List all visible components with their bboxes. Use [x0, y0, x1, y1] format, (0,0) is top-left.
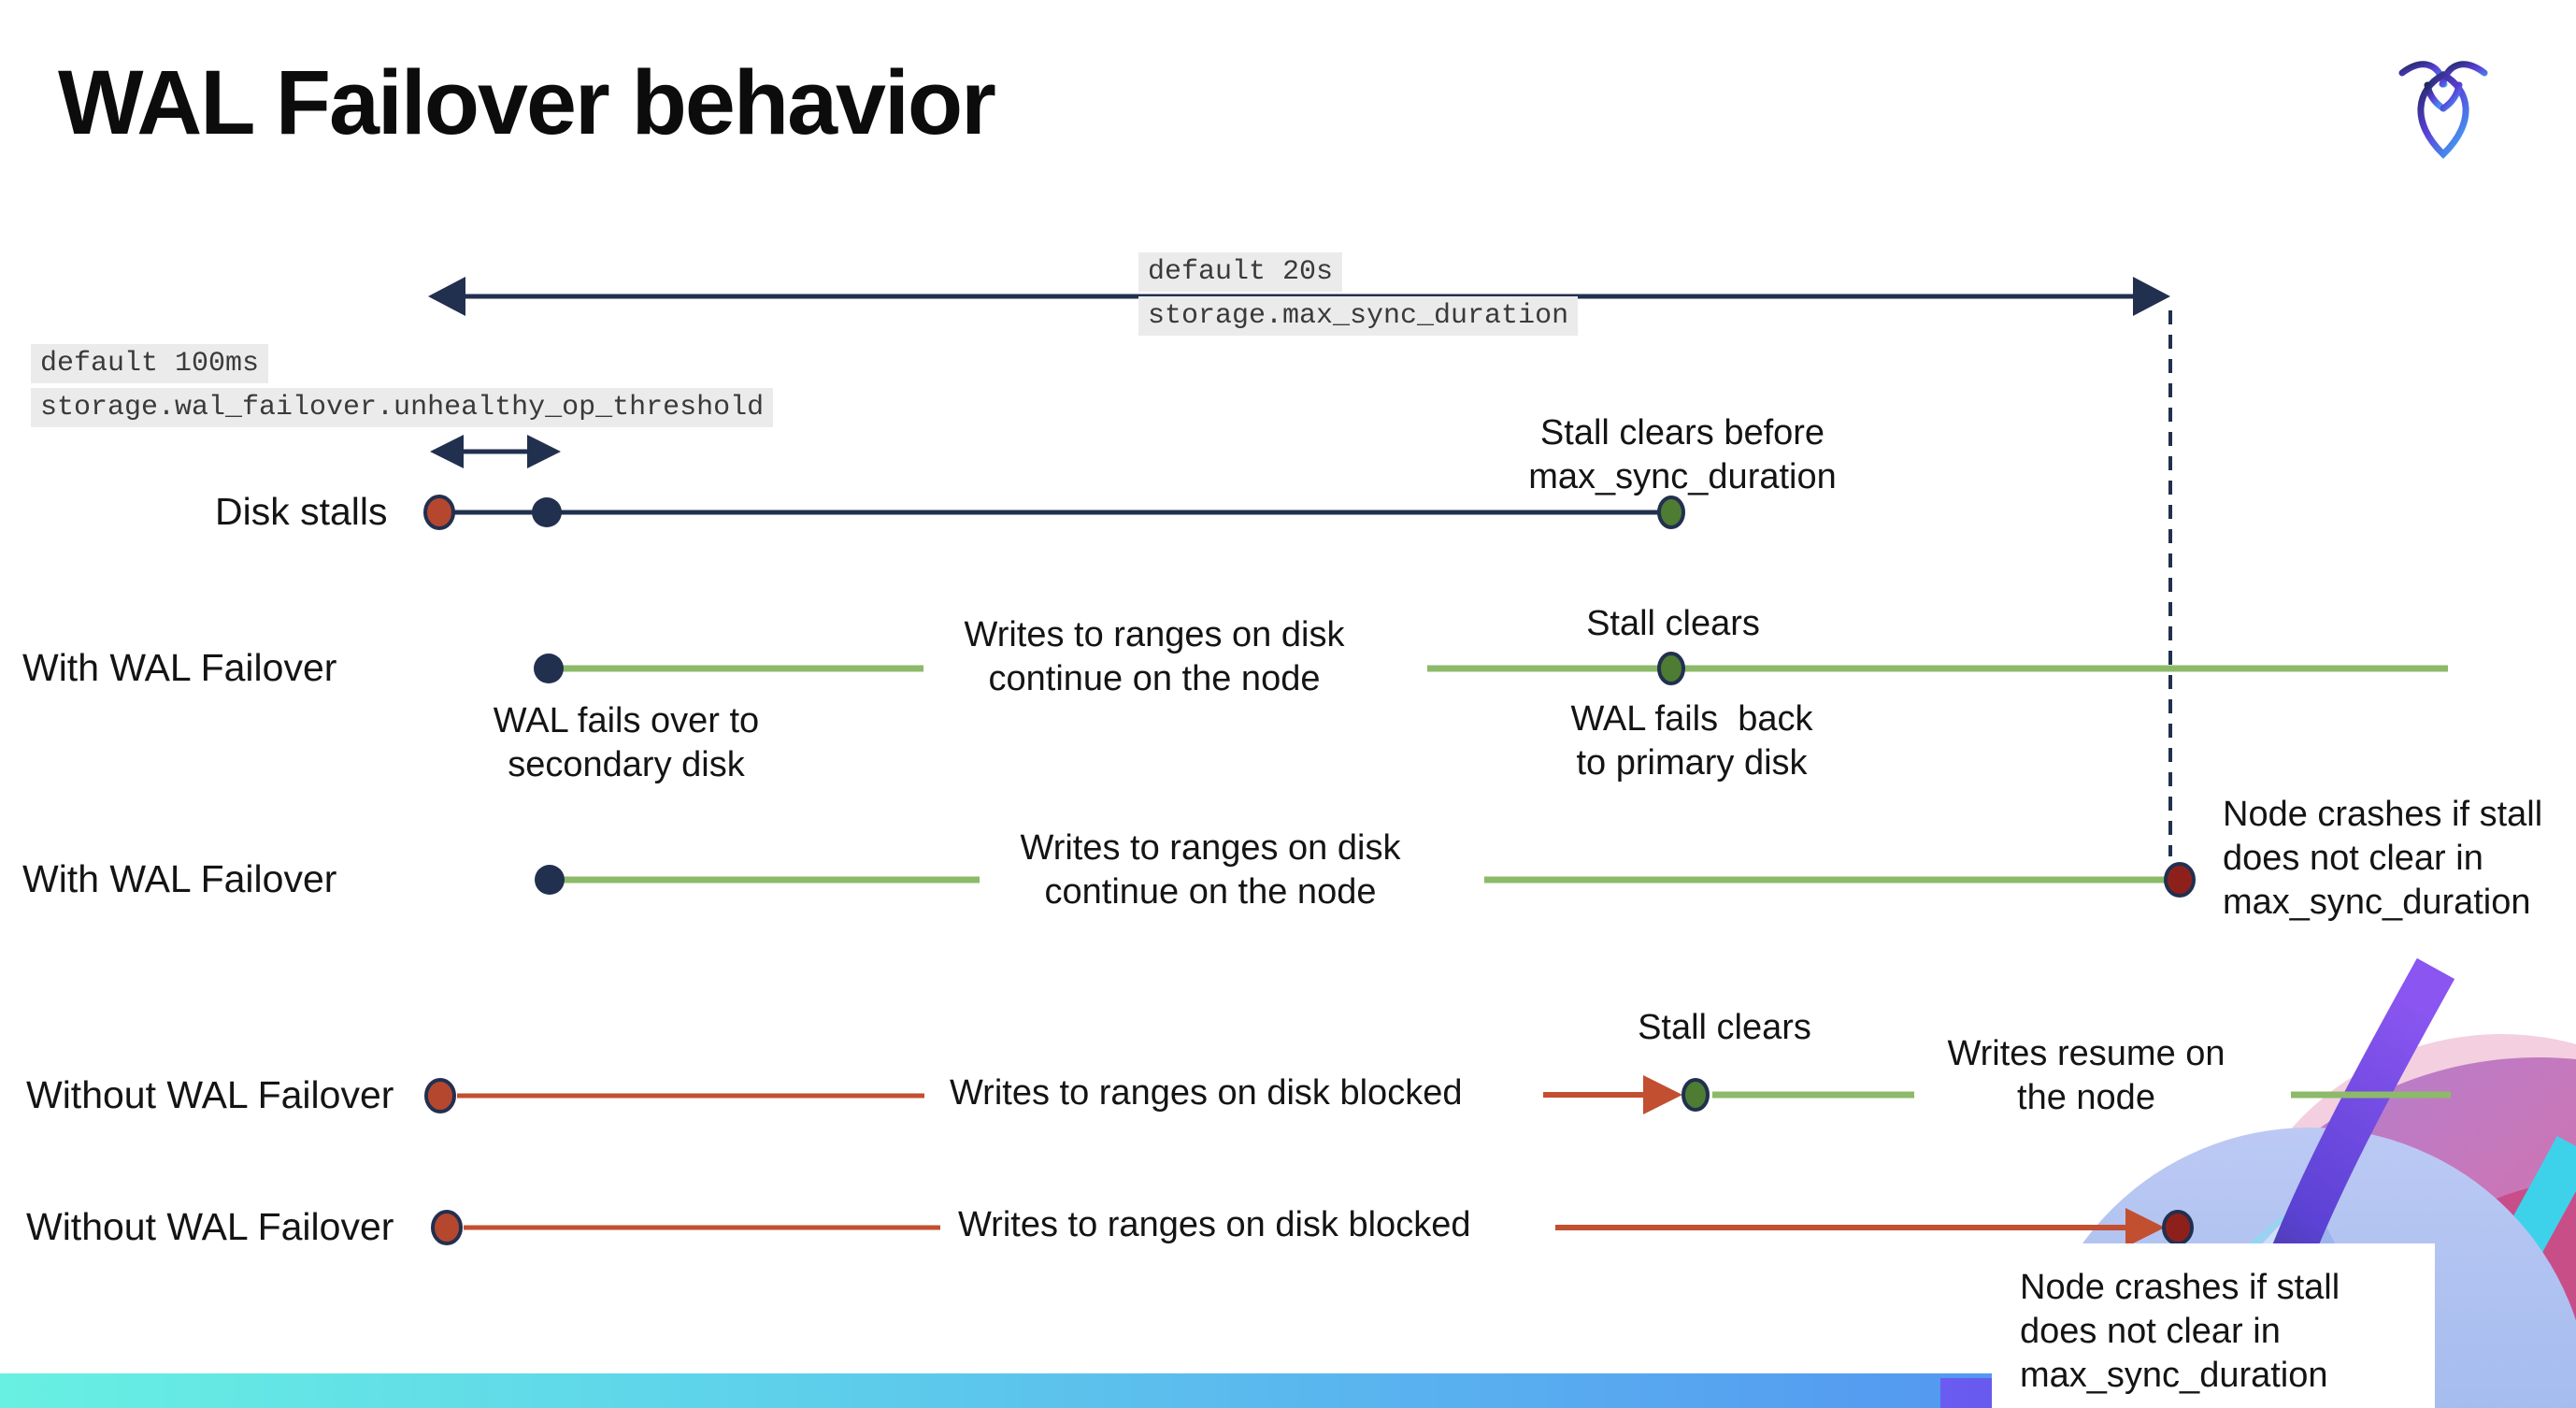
annotation-stall-clears-row2: Stall clears [1586, 604, 1760, 643]
row4-stall-clears-dot [1682, 1078, 1710, 1112]
cockroachdb-logo-icon [2398, 61, 2488, 159]
row5-stall-start-dot [431, 1210, 463, 1245]
annotation-line: the node [2017, 1078, 2155, 1117]
annotation-stall-clears-before: Stall clears before max_sync_duration [1486, 411, 1879, 499]
row-label-without-wal-failover-1: Without WAL Failover [26, 1073, 394, 1116]
arrow-left-head [430, 435, 464, 468]
config-default-value: default 20s [1138, 252, 1343, 292]
annotation-writes-blocked-1: Writes to ranges on disk blocked [950, 1073, 1463, 1113]
annotation-line: Stall clears before [1539, 413, 1825, 453]
annotation-line: to primary disk [1576, 743, 1808, 783]
annotation-line: Node crashes if stall [2223, 795, 2543, 834]
row-label-disk-stalls: Disk stalls [215, 490, 388, 533]
annotation-line: Writes resume on [1947, 1034, 2225, 1073]
annotation-line: WAL fails over to [493, 701, 760, 740]
row1-failover-dot [532, 497, 562, 527]
row-label-with-wal-failover-1: With WAL Failover [22, 646, 337, 689]
arrow-left-head [428, 277, 465, 316]
page-title: WAL Failover behavior [58, 51, 996, 153]
annotation-writes-blocked-2: Writes to ranges on disk blocked [958, 1205, 1471, 1244]
annotation-line: max_sync_duration [2223, 883, 2531, 922]
max-sync-duration-config-label: default 20s storage.max_sync_duration [1138, 252, 1579, 336]
config-default-value: default 100ms [31, 344, 269, 383]
row3-failover-dot [535, 865, 565, 895]
annotation-line: continue on the node [988, 659, 1321, 698]
annotation-line: Writes to ranges on disk [1020, 828, 1401, 868]
annotation-writes-resume: Writes resume on the node [1927, 1032, 2245, 1120]
row2-stall-clears-dot [1657, 652, 1685, 685]
annotation-wal-fails-over: WAL fails over to secondary disk [439, 699, 813, 787]
annotation-line: does not clear in [2020, 1312, 2281, 1351]
row4-stall-start-dot [424, 1078, 456, 1113]
row1-stall-clears-dot [1657, 496, 1685, 529]
unhealthy-op-threshold-config-label: default 100ms storage.wal_failover.unhea… [31, 344, 774, 427]
annotation-stall-clears-row4: Stall clears [1638, 1008, 1811, 1047]
annotation-line: continue on the node [1044, 872, 1377, 912]
annotation-node-crashes-row3: Node crashes if stall does not clear in … [2223, 793, 2576, 925]
annotation-line: WAL fails back [1570, 699, 1813, 739]
annotation-writes-continue-1: Writes to ranges on disk continue on the… [939, 613, 1369, 701]
annotation-line: does not clear in [2223, 839, 2483, 878]
annotation-writes-continue-2: Writes to ranges on disk continue on the… [995, 826, 1425, 914]
annotation-line: max_sync_duration [2020, 1356, 2328, 1395]
row4-blocked-arrow-head [1643, 1075, 1682, 1114]
annotation-line: secondary disk [508, 745, 745, 784]
row-label-with-wal-failover-2: With WAL Failover [22, 857, 337, 900]
arrow-right-head [527, 435, 561, 468]
row1-stall-start-dot [423, 495, 455, 530]
annotation-node-crashes-row5: Node crashes if stall does not clear in … [1992, 1243, 2435, 1408]
arrow-right-head [2133, 277, 2170, 316]
row2-failover-dot [534, 654, 564, 683]
annotation-line: max_sync_duration [1528, 457, 1837, 496]
row3-crash-dot [2164, 862, 2196, 898]
annotation-line: Writes to ranges on disk [964, 615, 1345, 654]
config-setting-name: storage.max_sync_duration [1138, 296, 1579, 336]
annotation-wal-fails-back: WAL fails back to primary disk [1505, 697, 1879, 785]
config-setting-name: storage.wal_failover.unhealthy_op_thresh… [31, 388, 774, 427]
annotation-line: Node crashes if stall [2020, 1268, 2340, 1307]
row-label-without-wal-failover-2: Without WAL Failover [26, 1205, 394, 1248]
